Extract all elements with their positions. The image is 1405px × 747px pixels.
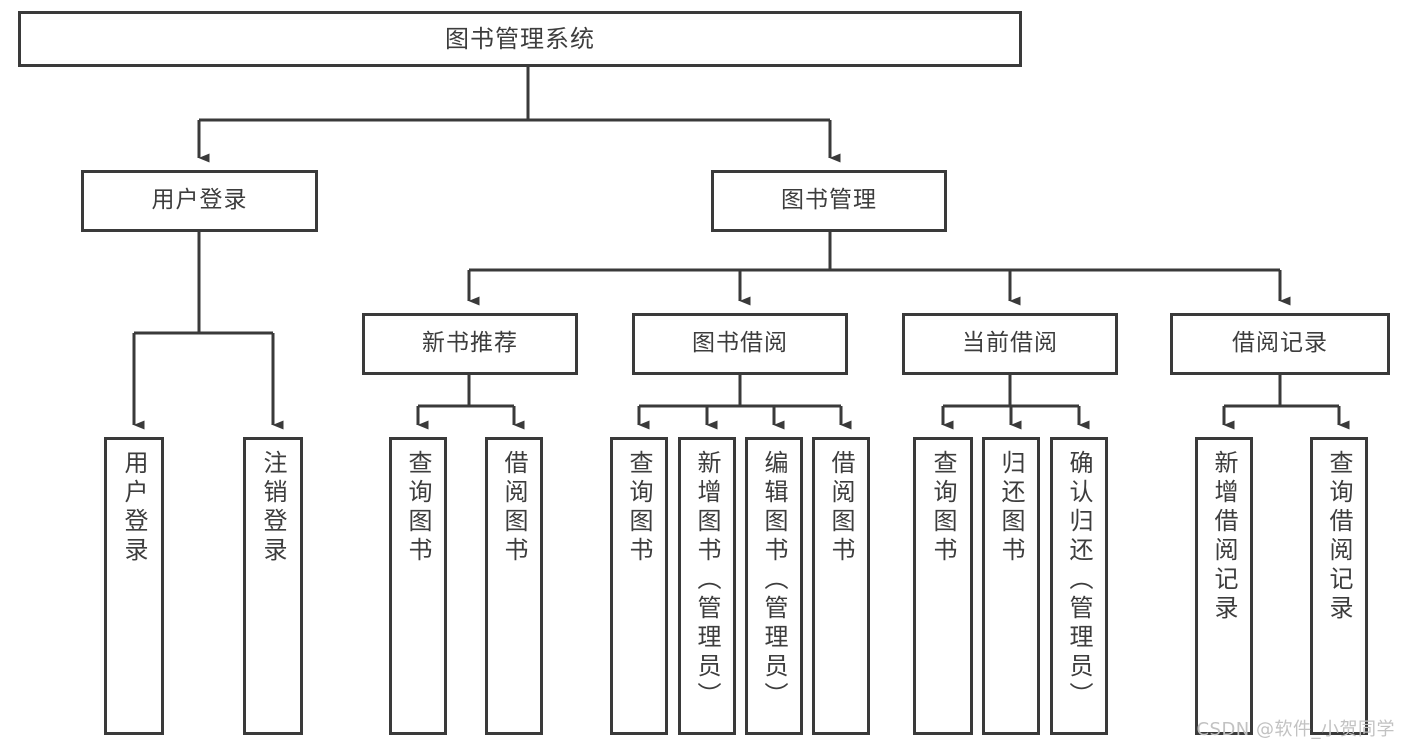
node-leaf-user-login[interactable]: 用户登录 xyxy=(104,437,164,735)
node-label: 借阅图书 xyxy=(827,450,855,566)
node-leaf-confirm-return[interactable]: 确认归还（管理员） xyxy=(1050,437,1108,735)
node-label: 图书管理 xyxy=(781,187,877,214)
node-book-borrow[interactable]: 图书借阅 xyxy=(632,313,848,375)
node-label: 注销登录 xyxy=(259,450,287,566)
node-leaf-edit-book[interactable]: 编辑图书（管理员） xyxy=(745,437,803,735)
node-label: 图书管理系统 xyxy=(445,24,595,53)
node-label: 当前借阅 xyxy=(962,330,1058,357)
node-leaf-query-book-3[interactable]: 查询图书 xyxy=(913,437,973,735)
node-leaf-return-book[interactable]: 归还图书 xyxy=(982,437,1040,735)
node-leaf-query-book-1[interactable]: 查询图书 xyxy=(389,437,447,735)
node-label: 归还图书 xyxy=(997,450,1025,566)
node-label: 用户登录 xyxy=(120,450,148,566)
node-current-borrow[interactable]: 当前借阅 xyxy=(902,313,1118,375)
node-leaf-add-book[interactable]: 新增图书（管理员） xyxy=(678,437,736,735)
node-label: 用户登录 xyxy=(151,187,248,214)
node-root-book-management-system[interactable]: 图书管理系统 xyxy=(18,11,1022,67)
node-leaf-query-record[interactable]: 查询借阅记录 xyxy=(1310,437,1368,735)
node-leaf-query-book-2[interactable]: 查询图书 xyxy=(610,437,668,735)
node-label: 查询借阅记录 xyxy=(1325,450,1353,624)
node-label: 确认归还（管理员） xyxy=(1065,450,1093,711)
node-borrow-record[interactable]: 借阅记录 xyxy=(1170,313,1390,375)
node-leaf-add-record[interactable]: 新增借阅记录 xyxy=(1195,437,1253,735)
node-user-login[interactable]: 用户登录 xyxy=(81,170,318,232)
node-label: 查询图书 xyxy=(625,450,653,566)
node-label: 新增借阅记录 xyxy=(1210,450,1238,624)
node-label: 查询图书 xyxy=(929,450,957,566)
node-label: 借阅图书 xyxy=(500,450,528,566)
node-label: 编辑图书（管理员） xyxy=(760,450,788,711)
node-leaf-borrow-book-2[interactable]: 借阅图书 xyxy=(812,437,870,735)
node-label: 查询图书 xyxy=(404,450,432,566)
node-label: 新增图书（管理员） xyxy=(693,450,721,711)
node-label: 新书推荐 xyxy=(422,330,518,357)
node-leaf-borrow-book-1[interactable]: 借阅图书 xyxy=(485,437,543,735)
node-new-book-recommend[interactable]: 新书推荐 xyxy=(362,313,578,375)
watermark-text: CSDN @软件_小贺同学 xyxy=(1196,719,1395,740)
node-leaf-user-logout[interactable]: 注销登录 xyxy=(243,437,303,735)
node-label: 借阅记录 xyxy=(1232,330,1328,357)
node-book-management[interactable]: 图书管理 xyxy=(711,170,947,232)
node-label: 图书借阅 xyxy=(692,330,788,357)
